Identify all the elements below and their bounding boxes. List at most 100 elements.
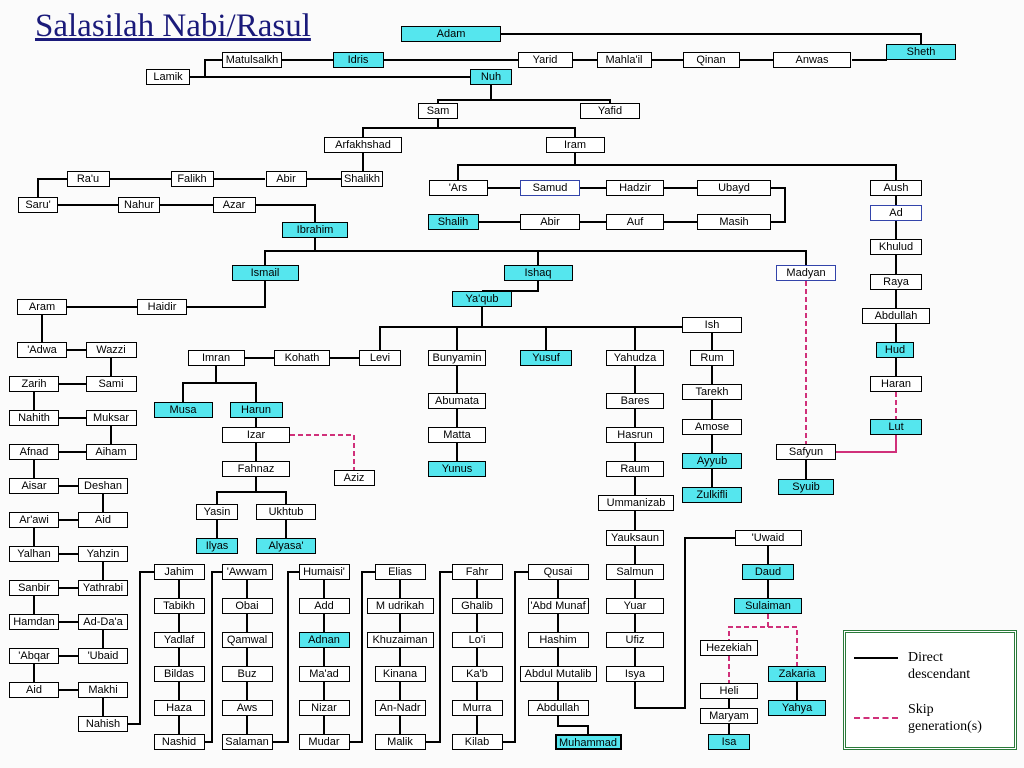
person-node: Hasrun — [606, 427, 664, 443]
person-node: Maryam — [700, 708, 758, 724]
person-node: Bildas — [153, 666, 205, 682]
legend-skip-label: Skip generation(s) — [908, 702, 982, 734]
direct-descendant-line — [575, 164, 897, 180]
person-node: Harun — [229, 402, 283, 418]
person-node: Hashim — [527, 632, 589, 648]
person-node: Aws — [221, 700, 273, 716]
person-node: Nuh — [470, 69, 512, 85]
person-node: Yunus — [428, 461, 486, 477]
person-node: Yarid — [517, 52, 573, 68]
person-node: Muhammad — [554, 734, 622, 750]
person-node: Haidir — [137, 299, 187, 315]
person-node: Yahudza — [606, 350, 664, 366]
person-node: Adnan — [298, 632, 350, 648]
person-node: Sulaiman — [734, 598, 802, 614]
legend: Direct descendant Skip generation(s) — [843, 630, 1017, 750]
person-node: Sami — [85, 376, 137, 392]
person-node: Yusuf — [520, 350, 572, 366]
person-node: Heli — [700, 683, 758, 699]
direct-descendant-line — [501, 33, 922, 44]
person-node: Aram — [17, 299, 67, 315]
person-node: 'Ubaid — [78, 648, 128, 664]
person-node: Afnad — [9, 444, 59, 460]
person-node: Daud — [742, 564, 794, 580]
person-node: Rum — [690, 350, 734, 366]
direct-descendant-line — [438, 127, 576, 137]
person-node: Ka'b — [451, 666, 503, 682]
person-node: Nahish — [78, 716, 128, 732]
direct-descendant-line — [187, 281, 266, 308]
person-node: Adam — [401, 26, 501, 42]
person-node: Safyun — [776, 444, 836, 460]
person-node: Alyasa' — [256, 538, 316, 554]
person-node: Ismail — [231, 265, 299, 281]
person-node: Raum — [606, 461, 664, 477]
person-node: 'Uwaid — [734, 530, 802, 546]
person-node: Elias — [374, 564, 426, 580]
person-node: Shalikh — [341, 171, 383, 187]
person-node: Saru' — [18, 197, 58, 213]
person-node: Amose — [682, 419, 742, 435]
person-node: 'Abqar — [9, 648, 59, 664]
direct-descendant-line — [426, 571, 452, 743]
person-node: 'Ars — [428, 180, 488, 196]
person-node: Aid — [78, 512, 128, 528]
person-node: Isya — [606, 666, 664, 682]
person-node: Qinan — [682, 52, 740, 68]
person-node: Kohath — [274, 350, 330, 366]
person-node: Abumata — [428, 393, 486, 409]
person-node: 'Awwam — [221, 564, 273, 580]
person-node: Khulud — [870, 239, 922, 255]
direct-descendant-line — [379, 307, 483, 350]
person-node: Anwas — [773, 52, 851, 68]
person-node: Nizar — [298, 700, 350, 716]
person-node: Humaisi' — [298, 564, 350, 580]
direct-descendant-line — [37, 178, 67, 197]
person-node: Matta — [428, 427, 486, 443]
person-node: Auf — [606, 214, 664, 230]
person-node: Hamdan — [9, 614, 59, 630]
person-node: Ilyas — [196, 538, 238, 554]
person-node: Jahim — [153, 564, 205, 580]
person-node: Arfakhshad — [324, 137, 402, 153]
person-node: Hadzir — [606, 180, 664, 196]
person-node: Ra'u — [66, 171, 110, 187]
person-node: Madyan — [776, 265, 836, 281]
person-node: Zakaria — [768, 666, 826, 682]
person-node: Ufiz — [606, 632, 664, 648]
person-node: Abdul Mutalib — [519, 666, 597, 682]
person-node: Shalih — [427, 214, 479, 230]
person-node: Hezekiah — [700, 640, 758, 656]
person-node: Ishaq — [503, 265, 573, 281]
direct-descendant-line — [128, 571, 154, 725]
person-node: Yahzin — [78, 546, 128, 562]
person-node: Zarih — [9, 376, 59, 392]
person-node: Khuzaiman — [366, 632, 434, 648]
person-node: Abir — [520, 214, 580, 230]
person-node: Nashid — [153, 734, 205, 750]
direct-descendant-line — [216, 477, 257, 504]
person-node: Raya — [870, 274, 922, 290]
direct-descendant-line — [771, 187, 786, 223]
person-node: Salaman — [221, 734, 273, 750]
person-node: Lut — [870, 419, 922, 435]
person-node: M udrikah — [366, 598, 434, 614]
person-node: Ayyub — [682, 453, 742, 469]
person-node: Tarekh — [682, 384, 742, 400]
direct-descendant-line — [362, 119, 439, 137]
direct-descendant-line — [273, 571, 299, 743]
direct-descendant-line — [350, 571, 375, 743]
person-node: Azar — [212, 197, 256, 213]
person-node: Lo'i — [451, 632, 503, 648]
person-node: Ubayd — [697, 180, 771, 196]
legend-dashed-line — [854, 717, 898, 719]
person-node: Bares — [606, 393, 664, 409]
person-node: Izar — [222, 427, 290, 443]
person-node: Yadlaf — [153, 632, 205, 648]
person-node: Matulsalkh — [222, 52, 282, 68]
person-node: Imran — [187, 350, 245, 366]
direct-descendant-line — [503, 571, 528, 743]
person-node: Muksar — [85, 410, 137, 426]
person-node: Ya'qub — [452, 291, 512, 307]
person-node: Ad — [870, 205, 922, 221]
